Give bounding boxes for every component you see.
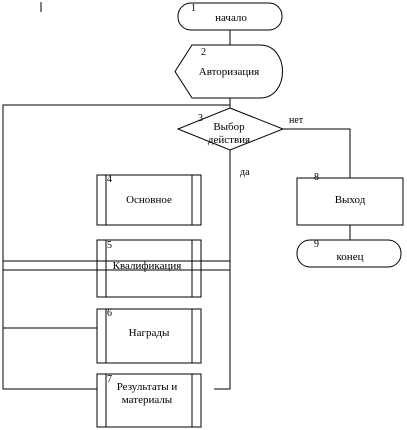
connector-loop-7-3 — [2, 104, 230, 390]
node-2-number: 2 — [201, 47, 206, 58]
node-7-number: 7 — [107, 374, 112, 385]
connector-3-4-yes — [214, 150, 231, 390]
node-3-number: 3 — [198, 113, 203, 124]
node-5-number: 5 — [107, 240, 112, 251]
node-4-label: Основное — [126, 194, 172, 206]
node-start: 1 начало — [177, 2, 283, 31]
edge-label-yes: да — [240, 167, 250, 178]
node-8-number: 8 — [314, 172, 319, 183]
node-3-label-line1: Выбор — [213, 121, 245, 133]
node-results-materials: 7 Результаты и материалы — [96, 373, 202, 428]
node-1-number: 1 — [191, 3, 196, 14]
connector-3-8-no — [283, 128, 351, 178]
edge-label-no: нет — [289, 115, 304, 126]
node-9-number: 9 — [314, 239, 319, 250]
node-7-label-line2: материалы — [122, 394, 173, 406]
node-6-label: Награды — [129, 327, 170, 339]
node-7-label-line1: Результаты и — [117, 381, 178, 393]
node-9-label: конец — [337, 251, 364, 263]
node-5-label: Квалификация — [113, 260, 182, 272]
node-end: 9 конец — [296, 239, 402, 268]
node-choose-action: 3 Выбор действия — [176, 107, 285, 151]
node-awards: 6 Награды — [96, 308, 202, 364]
node-3-label-line2: действия — [208, 134, 250, 146]
node-1-label: начало — [215, 12, 247, 24]
node-4-number: 4 — [107, 174, 112, 185]
node-authorization: 2 Авторизация — [174, 44, 283, 99]
node-8-label: Выход — [335, 194, 366, 206]
node-qualification: 5 Квалификация — [96, 239, 202, 298]
node-6-number: 6 — [107, 308, 112, 319]
node-2-label: Авторизация — [199, 66, 259, 78]
node-main: 4 Основное — [96, 174, 202, 226]
node-exit: 8 Выход — [296, 172, 404, 226]
